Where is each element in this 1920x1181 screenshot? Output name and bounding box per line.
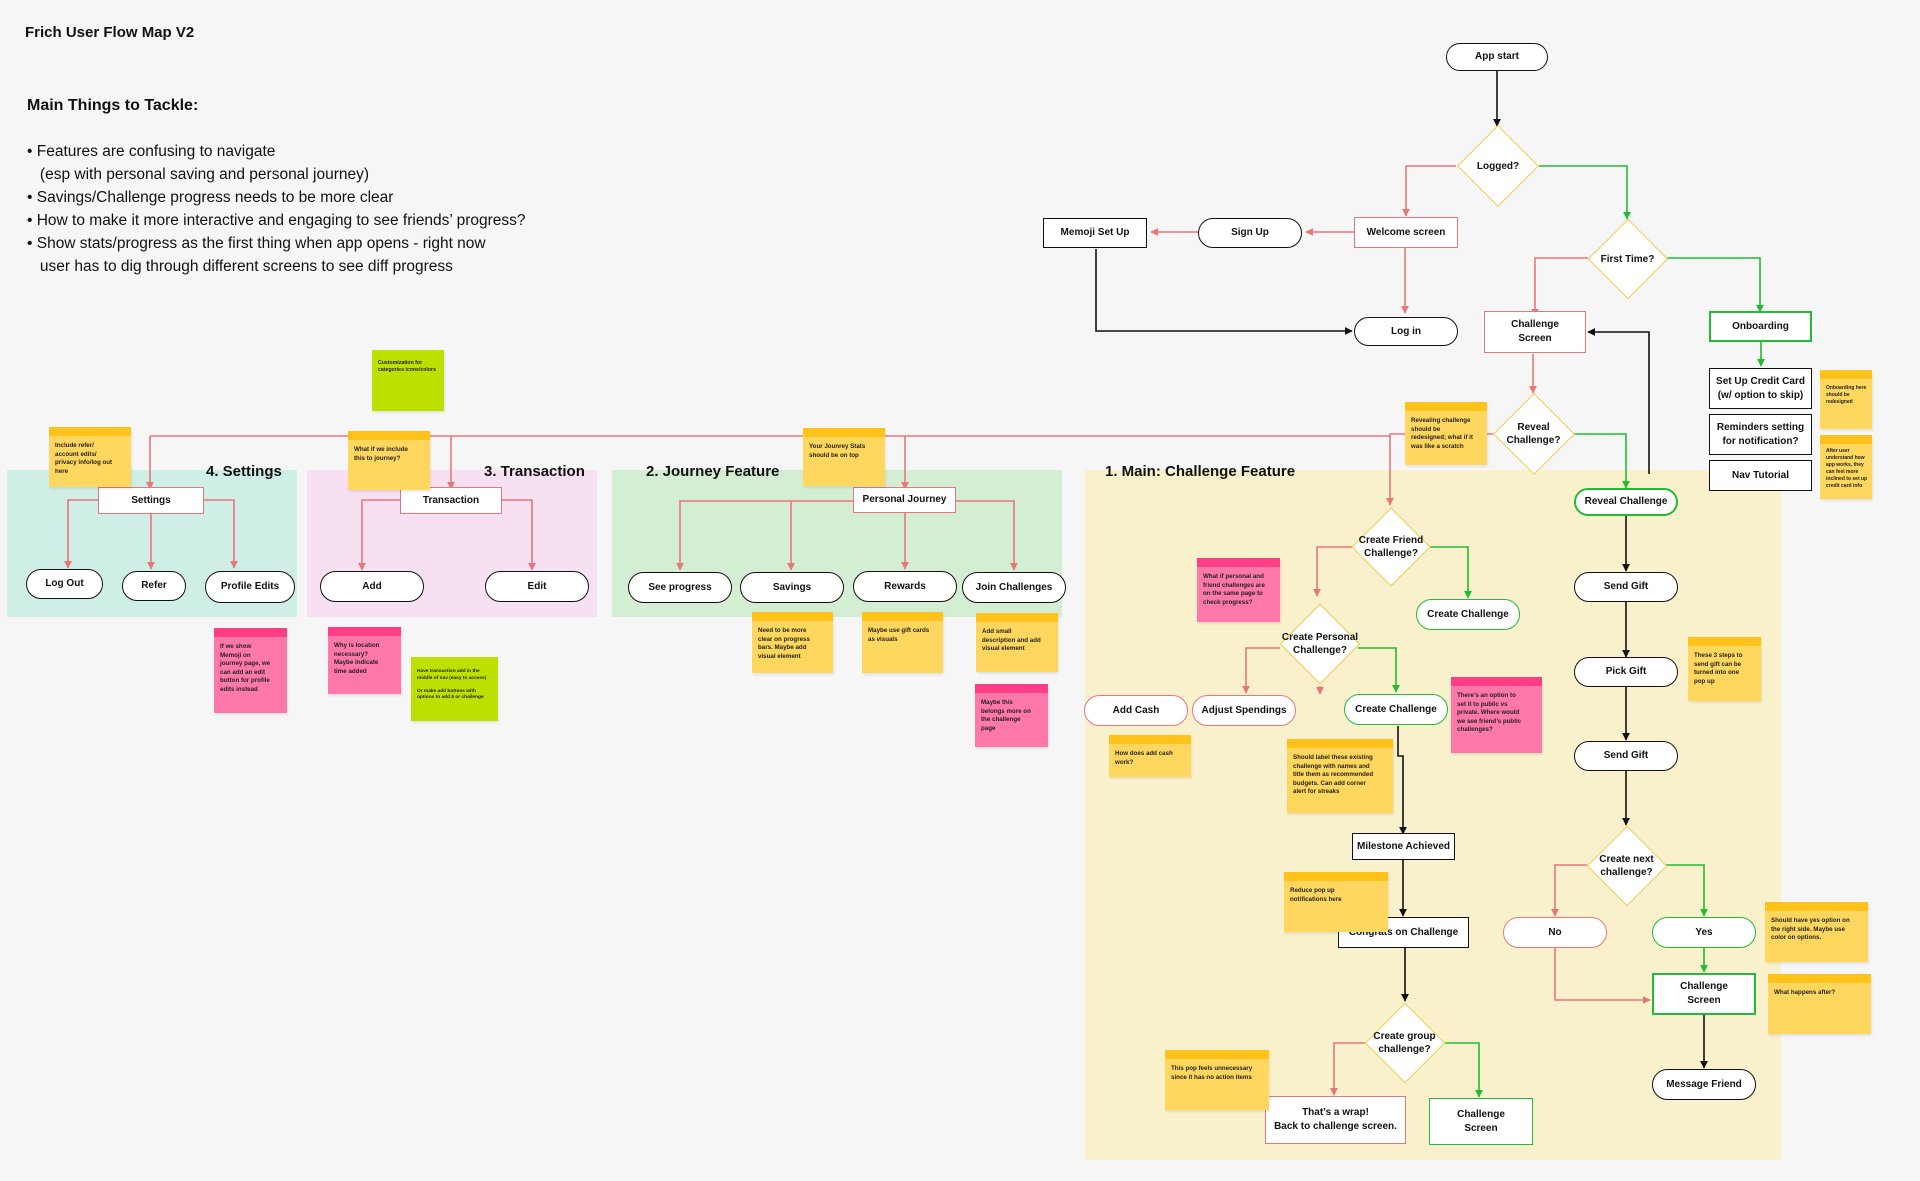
- challenge-screen-bottom-node: Challenge Screen: [1429, 1098, 1533, 1145]
- transaction-node: Transaction: [400, 487, 502, 514]
- onboarding-node: Onboarding: [1709, 311, 1812, 342]
- sticky-note-nav-bar: Have transaction add in the middle of na…: [411, 657, 498, 721]
- sticky-note-what-happens: What happens after?: [1768, 974, 1871, 1034]
- sticky-note-belongs-more: Maybe this belongs more on the challenge…: [975, 684, 1048, 747]
- edge: [1095, 249, 1353, 335]
- sticky-note-onboarding-redesign: Onboarding here should be redesigned: [1820, 370, 1872, 429]
- sticky-note-journey-stats: Your Jounrey Stats should be on top: [803, 428, 885, 486]
- profile-edits-node: Profile Edits: [205, 571, 295, 603]
- decision-label: Logged?: [1476, 160, 1520, 172]
- decision-label: Create next challenge?: [1599, 854, 1654, 878]
- create-challenge-1-node: Create Challenge: [1416, 599, 1520, 630]
- reveal-challenge-node: Reveal Challenge: [1574, 488, 1678, 516]
- logged-decision: Logged?: [1456, 124, 1540, 208]
- yes-node: Yes: [1652, 917, 1756, 948]
- decision-label: Create Personal Challenge?: [1281, 632, 1359, 656]
- message-friend-node: Message Friend: [1652, 1069, 1756, 1100]
- sticky-note-three-steps: These 3 steps to send gift can be turned…: [1688, 637, 1761, 701]
- join-challenges-node: Join Challenges: [962, 572, 1066, 603]
- create-group-challenge-decision: Create group challenge?: [1364, 1002, 1445, 1084]
- first-time-decision: First Time?: [1587, 218, 1668, 300]
- log-out-node: Log Out: [26, 569, 103, 599]
- memoji-setup-node: Memoji Set Up: [1043, 218, 1147, 248]
- decision-label: First Time?: [1600, 253, 1655, 265]
- section-title-main: 1. Main: Challenge Feature: [1105, 463, 1296, 480]
- pick-gift-node: Pick Gift: [1574, 657, 1678, 687]
- sticky-note-revealing: Revealing challenge should be redesigned…: [1405, 402, 1487, 465]
- decision-label: Create group challenge?: [1373, 1031, 1436, 1055]
- tackle-item: • Features are confusing to navigate: [27, 143, 276, 160]
- edge: [1402, 165, 1456, 217]
- settings-node: Settings: [98, 487, 204, 514]
- create-friend-challenge-decision: Create Friend Challenge?: [1351, 506, 1431, 588]
- sticky-note-personal-friend: What if personal and friend challenges a…: [1197, 558, 1280, 622]
- tackle-item: (esp with personal saving and personal j…: [27, 166, 370, 183]
- challenge-screen-top-node: Challenge Screen: [1484, 311, 1586, 353]
- add-node: Add: [320, 571, 424, 602]
- tackle-item: • Savings/Challenge progress needs to be…: [27, 189, 394, 206]
- wrap-node: That’s a wrap! Back to challenge screen.: [1265, 1096, 1406, 1144]
- tackle-item: • Show stats/progress as the first thing…: [27, 235, 486, 252]
- edge: [1667, 257, 1764, 313]
- sticky-note-progress-bars: Need to be more clear on progress bars. …: [752, 612, 833, 673]
- sticky-note-memoji-journey: If we show Memoji on journey page, we ca…: [214, 628, 287, 713]
- create-next-challenge-decision: Create next challenge?: [1586, 825, 1667, 907]
- decision-label: Reveal Challenge?: [1506, 422, 1561, 446]
- sticky-note-public-private: There’s an option to set it to public vs…: [1451, 677, 1542, 753]
- create-challenge-2-node: Create Challenge: [1344, 694, 1448, 725]
- edge: [1531, 257, 1588, 317]
- reveal-challenge-decision: Reveal Challenge?: [1492, 392, 1575, 476]
- sticky-note-yes-option: Should have yes option on the right side…: [1765, 902, 1868, 962]
- tackle-item: • How to make it more interactive and en…: [27, 212, 526, 229]
- sticky-note-small-description: Add small description and add visual ele…: [976, 613, 1058, 672]
- personal-journey-node: Personal Journey: [853, 487, 956, 513]
- tackle-item: user has to dig through different screen…: [27, 258, 453, 275]
- nav-tutorial-node: Nav Tutorial: [1709, 460, 1812, 491]
- credit-card-node: Set Up Credit Card (w/ option to skip): [1709, 368, 1812, 409]
- sticky-note-pop-unnecessary: This pop feels unnecessary since it has …: [1165, 1050, 1269, 1110]
- edit-node: Edit: [485, 571, 589, 602]
- sticky-note-add-cash-work: How does add cash work?: [1109, 735, 1191, 777]
- refer-node: Refer: [122, 571, 186, 601]
- app-start-node: App start: [1446, 43, 1548, 71]
- edge: [1539, 165, 1631, 220]
- challenge-screen-right-node: Challenge Screen: [1652, 973, 1756, 1015]
- section-title-settings: 4. Settings: [206, 463, 282, 480]
- section-title-journey: 2. Journey Feature: [646, 463, 780, 480]
- edge: [1587, 328, 1650, 474]
- sticky-note-location: Why is location necessary? Maybe indicat…: [328, 627, 401, 694]
- see-progress-node: See progress: [628, 572, 732, 603]
- adjust-spendings-node: Adjust Spendings: [1192, 695, 1296, 726]
- tackle-heading: Main Things to Tackle:: [27, 97, 199, 114]
- rewards-node: Rewards: [853, 571, 957, 602]
- sticky-note-reduce-popup: Reduce pop up notifications here: [1284, 872, 1388, 932]
- create-personal-challenge-decision: Create Personal Challenge?: [1279, 603, 1361, 685]
- page-title: Frich User Flow Map V2: [25, 24, 195, 41]
- sticky-note-label-existing: Should label these existing challenge wi…: [1287, 739, 1393, 813]
- milestone-achieved-node: Milestone Achieved: [1352, 833, 1455, 860]
- welcome-screen-node: Welcome screen: [1354, 217, 1458, 248]
- no-node: No: [1503, 917, 1607, 948]
- sticky-note-what-if-journey: What if we include this to journey?: [348, 431, 430, 490]
- log-in-node: Log in: [1354, 317, 1458, 346]
- sticky-note-after-user: After user understand how app works, the…: [1820, 435, 1872, 499]
- sticky-note-gift-cards: Maybe use gift cards as visuals: [862, 612, 943, 673]
- sticky-note-include-refer: Include refer/ account edits/ privacy in…: [49, 427, 131, 487]
- add-cash-node: Add Cash: [1084, 695, 1188, 726]
- sticky-note-customization: Customization for categories icons/color…: [372, 350, 444, 411]
- sign-up-node: Sign Up: [1198, 218, 1302, 248]
- savings-node: Savings: [740, 572, 844, 603]
- tackle-list: • Features are confusing to navigate (es…: [27, 140, 627, 278]
- send-gift-2-node: Send Gift: [1574, 741, 1678, 771]
- send-gift-1-node: Send Gift: [1574, 572, 1678, 602]
- decision-label: Create Friend Challenge?: [1358, 535, 1424, 559]
- section-title-transaction: 3. Transaction: [484, 463, 585, 480]
- reminders-node: Reminders setting for notification?: [1709, 414, 1812, 455]
